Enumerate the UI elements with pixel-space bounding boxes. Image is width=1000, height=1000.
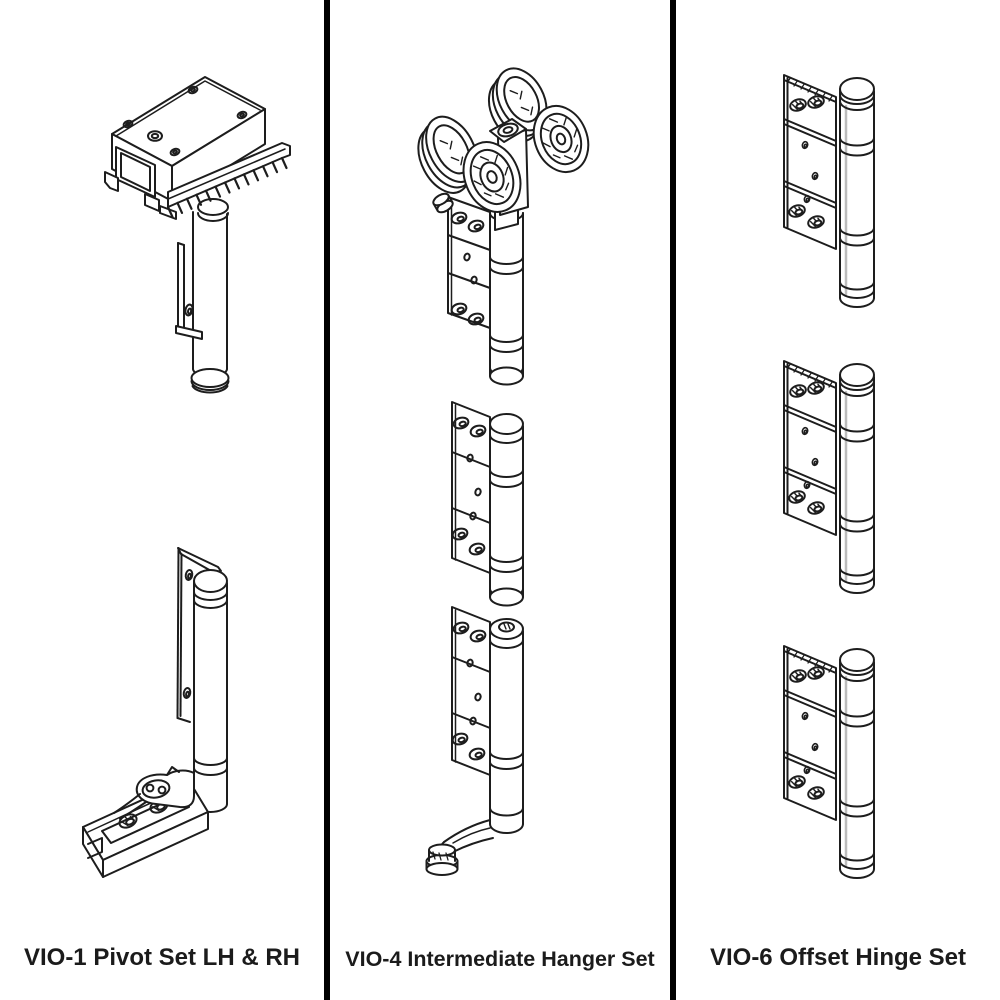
rack-teeth xyxy=(166,156,288,219)
caption-vio-4: VIO-4 Intermediate Hanger Set xyxy=(345,947,655,971)
offset-hinge-drawing xyxy=(782,644,876,880)
bottom-pivot-drawing xyxy=(82,547,228,878)
panel-vio-4-hanger-set: VIO-4 Intermediate Hanger Set xyxy=(330,0,670,1000)
caption-vio-1: VIO-1 Pivot Set LH & RH xyxy=(23,944,301,971)
caption-vio-6: VIO-6 Offset Hinge Set xyxy=(709,944,967,971)
panel-vio-6-hinge-set: VIO-6 Offset Hinge Set xyxy=(676,0,1000,1000)
offset-hinge-drawing xyxy=(782,359,876,595)
top-pivot-drawing xyxy=(104,76,291,394)
hanger-drawing xyxy=(417,67,590,876)
panel-divider-left xyxy=(324,0,330,1000)
panel-vio-1-pivot-set: VIO-1 Pivot Set LH & RH xyxy=(0,0,324,1000)
panel-divider-right xyxy=(670,0,676,1000)
offset-hinge-drawing xyxy=(782,73,876,309)
